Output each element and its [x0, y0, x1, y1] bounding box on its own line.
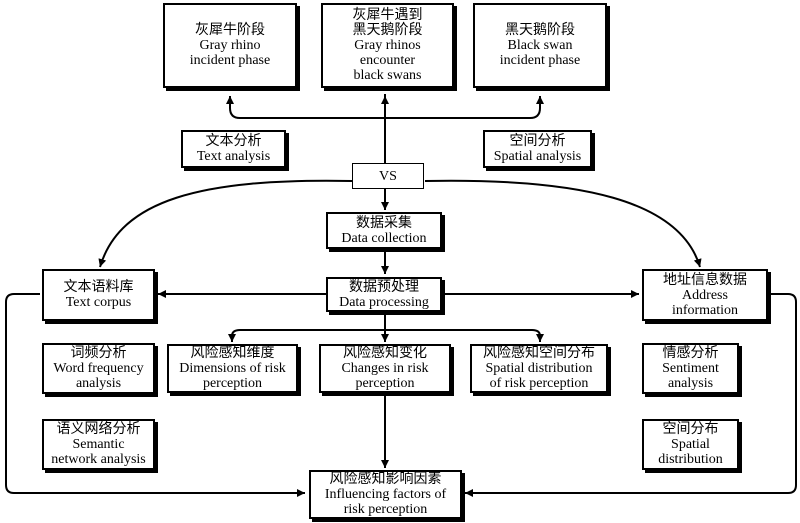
text-corpus-box: 文本语料库 Text corpus — [42, 269, 155, 321]
sentiment-en1: Sentiment — [662, 361, 719, 376]
black-swan-phase-zh: 黑天鹅阶段 — [505, 23, 575, 38]
changes-en1: Changes in risk — [341, 361, 429, 376]
vs-label: VS — [379, 168, 397, 184]
black-swan-phase-en1: Black swan — [507, 38, 573, 53]
semantic-network-en2: network analysis — [51, 452, 146, 467]
spatial-analysis-box: 空间分析 Spatial analysis — [483, 130, 592, 168]
spatial-analysis-en: Spatial analysis — [493, 149, 582, 164]
data-processing-box: 数据预处理 Data processing — [326, 277, 442, 312]
spatial-distribution-en1: Spatial — [671, 437, 710, 452]
arrow-to-gray-rhino — [226, 96, 385, 119]
black-swan-phase-box: 黑天鹅阶段 Black swan incident phase — [473, 3, 607, 88]
spatial-distribution-risk-zh: 风险感知空间分布 — [483, 346, 595, 361]
spatial-distribution-zh: 空间分布 — [662, 422, 719, 437]
encounter-phase-en2: encounter — [359, 53, 416, 68]
vs-box: VS — [352, 163, 424, 189]
address-info-en1: Address — [682, 287, 728, 303]
dimensions-en1: Dimensions of risk — [179, 361, 286, 376]
influencing-factors-en1: Influencing factors of — [324, 487, 447, 502]
influencing-factors-box: 风险感知影响因素 Influencing factors of risk per… — [309, 470, 462, 519]
data-collection-zh: 数据采集 — [356, 215, 412, 231]
changes-box: 风险感知变化 Changes in risk perception — [319, 344, 451, 393]
text-analysis-box: 文本分析 Text analysis — [181, 130, 286, 168]
dimensions-en2: perception — [202, 376, 263, 391]
data-processing-zh: 数据预处理 — [349, 279, 419, 295]
black-swan-phase-en2: incident phase — [499, 53, 581, 68]
data-collection-en: Data collection — [341, 230, 427, 246]
spatial-analysis-zh: 空间分析 — [509, 134, 566, 149]
text-analysis-en: Text analysis — [196, 149, 271, 164]
encounter-phase-box: 灰犀牛遇到 黑天鹅阶段 Gray rhinos encounter black … — [321, 3, 454, 88]
arrow-vs-to-address — [424, 179, 702, 268]
address-info-zh: 地址信息数据 — [663, 272, 747, 288]
encounter-phase-zh1: 灰犀牛遇到 — [352, 8, 423, 23]
spatial-distribution-box: 空间分布 Spatial distribution — [642, 419, 739, 470]
spatial-distribution-en2: distribution — [658, 452, 723, 467]
semantic-network-box: 语义网络分析 Semantic network analysis — [42, 419, 155, 470]
semantic-network-zh: 语义网络分析 — [56, 422, 141, 437]
text-corpus-en: Text corpus — [65, 295, 132, 310]
word-frequency-en2: analysis — [75, 376, 122, 391]
arrow-address-loop — [465, 293, 797, 497]
arrow-corpus-loop — [5, 293, 305, 497]
gray-rhino-phase-box: 灰犀牛阶段 Gray rhino incident phase — [163, 3, 297, 88]
data-collection-box: 数据采集 Data collection — [326, 212, 442, 249]
influencing-factors-en2: risk perception — [343, 502, 428, 517]
arrow-to-dimensions — [228, 329, 385, 342]
encounter-phase-en1: Gray rhinos — [354, 38, 421, 53]
sentiment-box: 情感分析 Sentiment analysis — [642, 343, 739, 394]
sentiment-en2: analysis — [667, 376, 714, 391]
spatial-distribution-risk-en2: of risk perception — [489, 376, 589, 391]
data-processing-en: Data processing — [339, 294, 429, 310]
address-info-en2: information — [671, 302, 739, 318]
gray-rhino-phase-en1: Gray rhino — [199, 38, 261, 53]
changes-en2: perception — [355, 376, 415, 391]
encounter-phase-zh2: 黑天鹅阶段 — [352, 23, 423, 38]
semantic-network-en1: Semantic — [72, 437, 125, 452]
word-frequency-box: 词频分析 Word frequency analysis — [42, 343, 155, 394]
encounter-phase-en3: black swans — [353, 68, 422, 83]
word-frequency-zh: 词频分析 — [70, 346, 127, 361]
dimensions-box: 风险感知维度 Dimensions of risk perception — [167, 344, 298, 393]
gray-rhino-phase-zh: 灰犀牛阶段 — [195, 23, 265, 38]
arrow-to-spatial-risk — [385, 329, 544, 342]
dimensions-zh: 风险感知维度 — [190, 346, 275, 361]
influencing-factors-zh: 风险感知影响因素 — [329, 472, 442, 487]
word-frequency-en1: Word frequency — [53, 361, 144, 376]
spatial-distribution-risk-en1: Spatial distribution — [485, 361, 593, 376]
arrow-vs-to-corpus — [98, 179, 353, 268]
spatial-distribution-risk-box: 风险感知空间分布 Spatial distribution of risk pe… — [470, 344, 608, 393]
text-analysis-zh: 文本分析 — [205, 134, 262, 149]
sentiment-zh: 情感分析 — [662, 346, 719, 361]
gray-rhino-phase-en2: incident phase — [189, 53, 271, 68]
address-info-box: 地址信息数据 Address information — [642, 269, 768, 321]
arrow-to-black-swan — [385, 96, 544, 119]
text-corpus-zh: 文本语料库 — [63, 280, 134, 295]
changes-zh: 风险感知变化 — [343, 346, 427, 361]
